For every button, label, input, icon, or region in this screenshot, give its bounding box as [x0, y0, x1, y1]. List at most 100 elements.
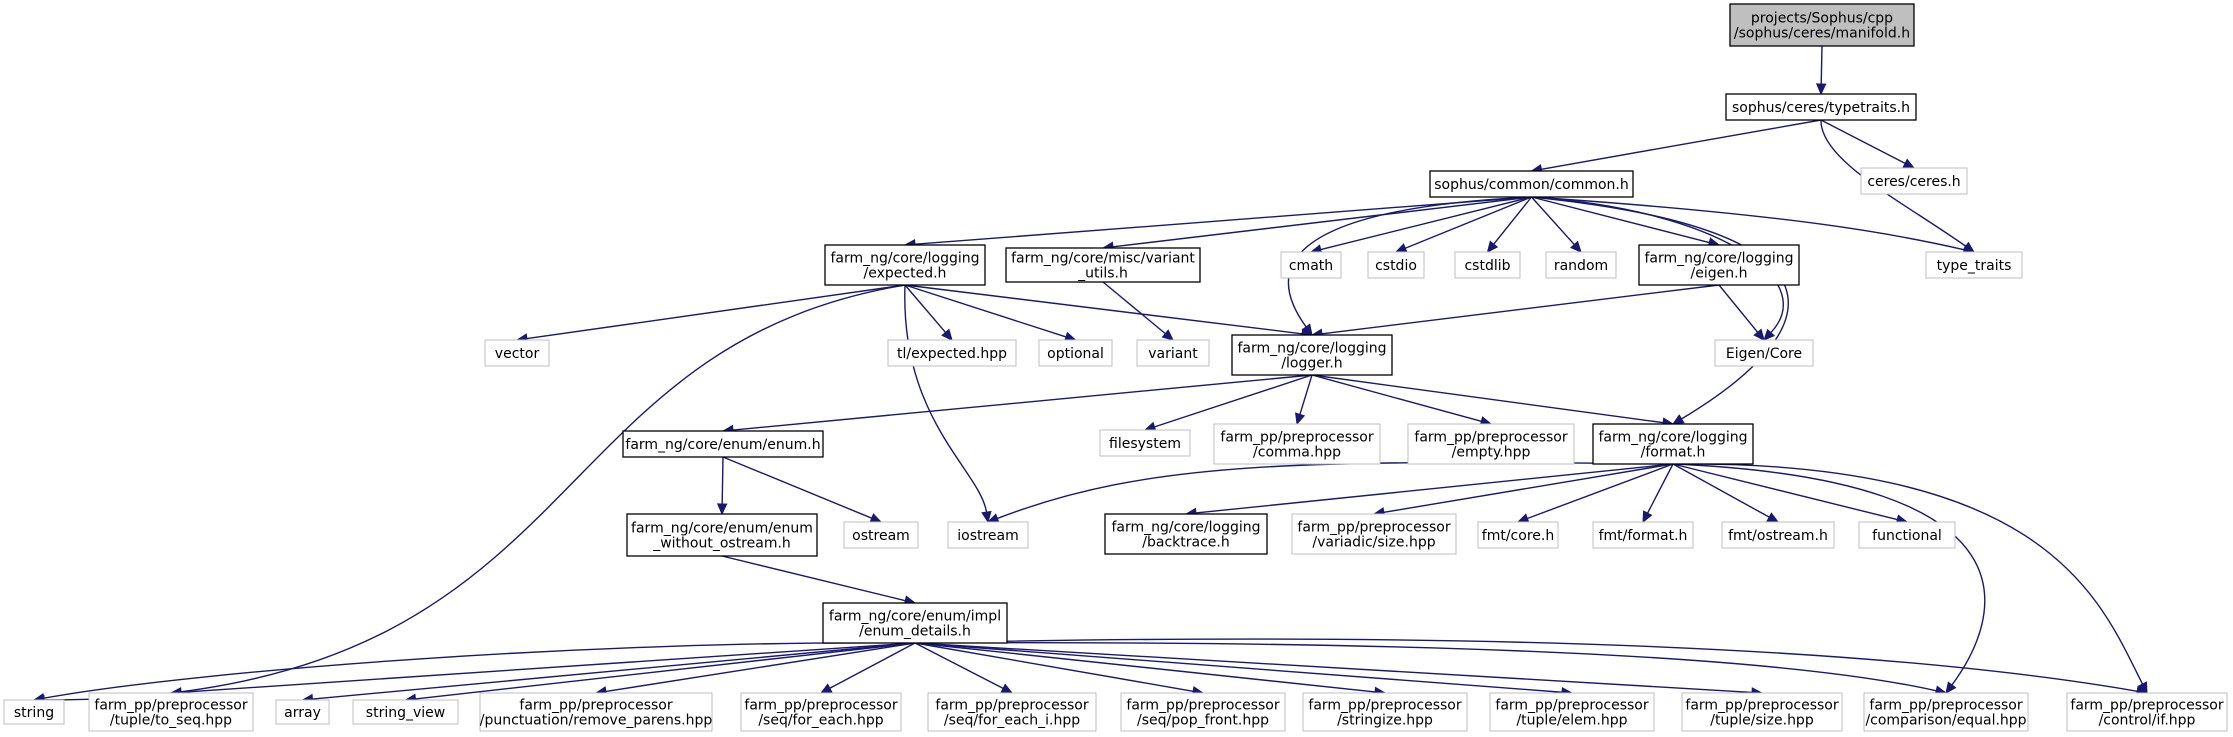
- node-functional: functional: [1858, 521, 1956, 549]
- node-label: ostream: [852, 528, 910, 544]
- node-label: /comparison/equal.hpp: [1865, 713, 2026, 729]
- node-label: sophus/common/common.h: [1434, 177, 1629, 193]
- node-label: cstdio: [1375, 258, 1417, 274]
- node-pop-front: farm_pp/preprocessor/seq/pop_front.hpp: [1120, 692, 1286, 732]
- edge-expected-to-string: [32, 284, 906, 706]
- edge-format_h-to-control_if: [1672, 463, 2148, 695]
- node-label: /tuple/elem.hpp: [1516, 713, 1627, 729]
- node-common[interactable]: sophus/common/common.h: [1429, 170, 1634, 198]
- node-fmt-ostream: fmt/ostream.h: [1721, 521, 1835, 549]
- node-label: farm_pp/preprocessor: [1126, 698, 1279, 714]
- node-label: farm_pp/preprocessor: [1495, 698, 1648, 714]
- node-label: farm_ng/core/logging: [1111, 520, 1260, 536]
- node-label: Eigen/Core: [1726, 346, 1802, 362]
- node-optional: optional: [1038, 339, 1113, 367]
- node-label: farm_pp/preprocessor: [1220, 430, 1373, 446]
- node-array: array: [275, 699, 330, 725]
- node-label: filesystem: [1109, 436, 1181, 452]
- node-empty: farm_pp/preprocessor/empty.hpp: [1407, 423, 1575, 465]
- node-fmt-format: fmt/format.h: [1592, 521, 1694, 549]
- node-iostream: iostream: [947, 521, 1029, 549]
- node-filesystem: filesystem: [1099, 429, 1191, 457]
- node-label: fmt/format.h: [1599, 528, 1688, 544]
- node-label: farm_pp/preprocessor: [744, 698, 897, 714]
- node-type-traits: type_traits: [1925, 251, 2023, 279]
- node-label: fmt/core.h: [1482, 528, 1554, 544]
- node-label: /seq/for_each.hpp: [758, 713, 883, 729]
- node-label: type_traits: [1937, 258, 2012, 274]
- edge-expected-to-iostream: [904, 284, 992, 524]
- node-enum-details[interactable]: farm_ng/core/enum/impl/enum_details.h: [822, 602, 1008, 644]
- node-label: /empty.hpp: [1452, 445, 1531, 461]
- node-label: farm_ng/core/enum/enum: [631, 521, 813, 537]
- node-label: farm_pp/preprocessor: [94, 698, 247, 714]
- node-label: variant: [1148, 346, 1198, 362]
- node-label: farm_ng/core/logging: [830, 251, 979, 267]
- edge-enum_details-to-cmp_equal: [914, 642, 1948, 696]
- edge-enum_details-to-for_each_i: [914, 642, 1014, 694]
- edge-typetraits-to-common: [1530, 119, 1822, 175]
- node-variant-utils[interactable]: farm_ng/core/misc/variant_utils.h: [1005, 247, 1201, 283]
- node-for-each: farm_pp/preprocessor/seq/for_each.hpp: [740, 692, 902, 732]
- node-label: farm_pp/preprocessor: [1414, 430, 1567, 446]
- node-format-h[interactable]: farm_ng/core/logging/format.h: [1592, 423, 1754, 465]
- edge-enum_wo-to-enum_details: [721, 555, 917, 606]
- node-label: /seq/for_each_i.hpp: [944, 713, 1080, 729]
- edge-eigen_h-to-eigen_core: [1718, 284, 1765, 341]
- edge-expected-to-logger: [904, 284, 1314, 339]
- node-label: /enum_details.h: [859, 624, 971, 640]
- node-comma: farm_pp/preprocessor/comma.hpp: [1213, 423, 1381, 465]
- node-expected[interactable]: farm_ng/core/logging/expected.h: [824, 244, 986, 286]
- node-label: /expected.h: [864, 266, 947, 282]
- node-label: iostream: [957, 528, 1019, 544]
- node-label: /eigen.h: [1691, 266, 1748, 282]
- node-label: farm_ng/core/logging: [1598, 430, 1747, 446]
- node-tuple-to-seq: farm_pp/preprocessor/tuple/to_seq.hpp: [88, 692, 254, 732]
- node-variant: variant: [1136, 339, 1210, 367]
- edge-common-to-random: [1530, 196, 1582, 253]
- node-label: /variadic/size.hpp: [1312, 535, 1435, 551]
- node-tuple-elem: farm_pp/preprocessor/tuple/elem.hpp: [1489, 692, 1655, 732]
- node-label: random: [1554, 258, 1608, 274]
- node-variadic-size: farm_pp/preprocessor/variadic/size.hpp: [1291, 513, 1457, 555]
- edge-manifold-to-typetraits: [1815, 45, 1827, 96]
- node-stringize: farm_pp/preprocessor/stringize.hpp: [1302, 692, 1468, 732]
- node-label: farm_pp/preprocessor: [1308, 698, 1461, 714]
- edge-variant_utils-to-variant: [1102, 281, 1174, 341]
- nodes-layer: projects/Sophus/cpp/sophus/ceres/manifol…: [3, 3, 2228, 732]
- edge-format_h-to-fmt_format: [1642, 463, 1674, 524]
- node-label: fmt/ostream.h: [1728, 528, 1828, 544]
- edge-expected-to-optional: [904, 284, 1077, 342]
- node-typetraits[interactable]: sophus/ceres/typetraits.h: [1725, 93, 1917, 121]
- edge-enum_details-to-tuple_size: [914, 642, 1764, 698]
- edge-common-to-cstdlib: [1486, 196, 1533, 253]
- node-vector: vector: [484, 339, 550, 367]
- edges-layer: [32, 45, 2149, 706]
- edge-format_h-to-cmp_equal: [1672, 463, 1986, 694]
- node-backtrace[interactable]: farm_ng/core/logging/backtrace.h: [1104, 513, 1268, 555]
- node-ostream: ostream: [843, 521, 919, 549]
- node-manifold[interactable]: projects/Sophus/cpp/sophus/ceres/manifol…: [1729, 3, 1915, 47]
- node-tl-expected: tl/expected.hpp: [887, 339, 1017, 367]
- node-enum-h[interactable]: farm_ng/core/enum/enum.h: [622, 430, 824, 458]
- node-fmt-core: fmt/core.h: [1477, 521, 1559, 549]
- node-label: /control/if.hpp: [2099, 713, 2196, 729]
- node-label: /format.h: [1641, 445, 1706, 461]
- edge-expected-to-vector: [515, 284, 906, 344]
- node-label: /sophus/ceres/manifold.h: [1734, 26, 1910, 42]
- node-label: optional: [1047, 346, 1104, 362]
- node-logger[interactable]: farm_ng/core/logging/logger.h: [1231, 334, 1393, 376]
- node-label: farm_pp/preprocessor: [1685, 698, 1838, 714]
- node-label: projects/Sophus/cpp: [1751, 11, 1893, 27]
- node-eigen-h[interactable]: farm_ng/core/logging/eigen.h: [1638, 244, 1800, 286]
- node-label: _without_ostream.h: [652, 536, 791, 552]
- node-label: farm_ng/core/logging: [1644, 251, 1793, 267]
- node-enum-wo[interactable]: farm_ng/core/enum/enum_without_ostream.h: [626, 513, 818, 557]
- node-label: farm_pp/preprocessor: [519, 698, 672, 714]
- node-string-view: string_view: [352, 699, 459, 725]
- edge-enum_h-to-ostream: [722, 456, 883, 523]
- node-label: /logger.h: [1281, 356, 1342, 372]
- node-label: ceres/ceres.h: [1867, 174, 1960, 190]
- node-label: string_view: [366, 705, 445, 721]
